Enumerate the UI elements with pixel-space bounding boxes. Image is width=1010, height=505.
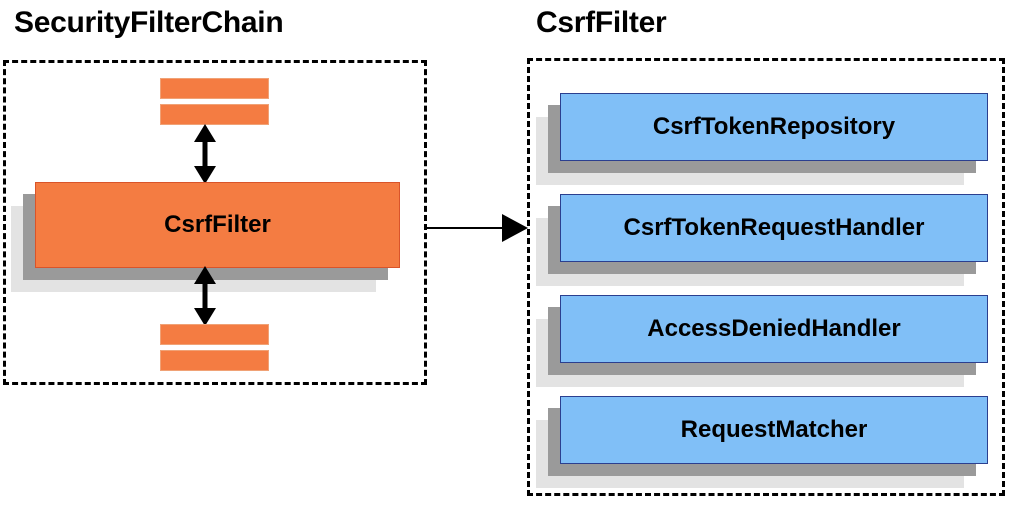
- node-access-denied-handler[interactable]: AccessDeniedHandler: [536, 295, 988, 387]
- node-label-csrf-filter: CsrfFilter: [164, 211, 271, 238]
- node-csrf-filter[interactable]: CsrfFilter: [11, 182, 400, 292]
- filter-bar-bottom-1: [160, 324, 269, 345]
- filter-bar-bottom-2: [160, 350, 269, 371]
- csrf-filter-detail-container: [527, 58, 1005, 496]
- node-label-csrf-token-repository: CsrfTokenRepository: [652, 113, 896, 140]
- stack-face: AccessDeniedHandler: [560, 295, 988, 363]
- panel-title-security-filter-chain: SecurityFilterChain: [14, 6, 284, 39]
- node-label-csrf-token-request-handler: CsrfTokenRequestHandler: [623, 214, 925, 241]
- stack-face: RequestMatcher: [560, 396, 988, 464]
- security-filter-chain-container: [3, 60, 427, 385]
- stack-face: CsrfTokenRequestHandler: [560, 194, 988, 262]
- filter-bar-top-2: [160, 104, 269, 125]
- node-csrf-token-repository[interactable]: CsrfTokenRepository: [536, 93, 988, 185]
- node-request-matcher[interactable]: RequestMatcher: [536, 396, 988, 488]
- node-csrf-token-request-handler[interactable]: CsrfTokenRequestHandler: [536, 194, 988, 286]
- double-arrow-below-csrf-filter: [194, 266, 216, 326]
- filter-bar-top-1: [160, 78, 269, 99]
- panel-title-csrf-filter: CsrfFilter: [536, 6, 667, 39]
- arrow-csrf-filter-expansion: [424, 214, 528, 242]
- stack-face: CsrfTokenRepository: [560, 93, 988, 161]
- node-label-access-denied-handler: AccessDeniedHandler: [647, 315, 901, 342]
- node-label-request-matcher: RequestMatcher: [680, 416, 868, 443]
- double-arrow-above-csrf-filter: [194, 124, 216, 184]
- stack-face: CsrfFilter: [35, 182, 400, 268]
